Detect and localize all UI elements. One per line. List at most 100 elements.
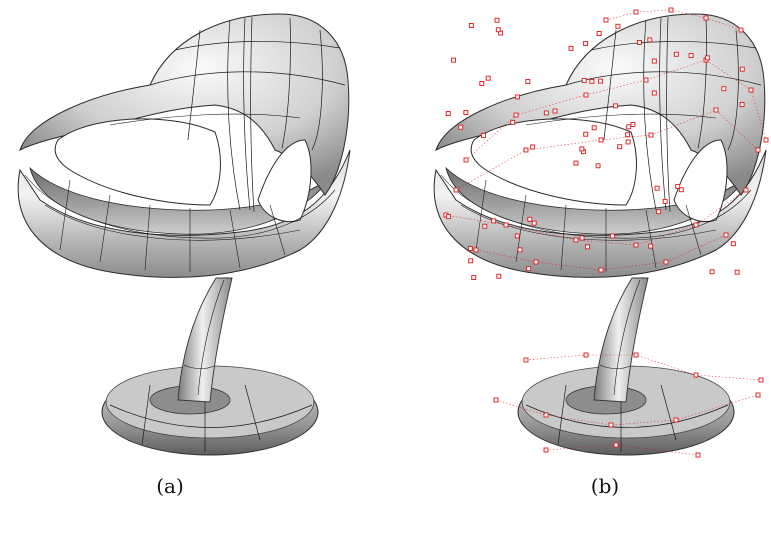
- control-point: [463, 157, 469, 163]
- control-point: [496, 273, 502, 279]
- control-point: [703, 15, 709, 21]
- control-point: [494, 17, 500, 23]
- control-point: [467, 246, 473, 251]
- control-point: [688, 53, 694, 58]
- control-point: [584, 244, 590, 250]
- control-point: [579, 146, 585, 152]
- control-point: [473, 247, 479, 253]
- control-point: [758, 377, 764, 383]
- control-point: [675, 184, 681, 189]
- control-point: [543, 110, 549, 116]
- control-point: [573, 237, 579, 243]
- control-point: [503, 222, 509, 228]
- control-point: [651, 90, 657, 96]
- control-point: [453, 187, 459, 193]
- control-point: [583, 131, 589, 137]
- control-point: [630, 122, 636, 127]
- control-point: [583, 40, 589, 46]
- control-point: [589, 78, 595, 84]
- control-point: [468, 258, 474, 264]
- control-point: [583, 352, 589, 358]
- control-point: [643, 77, 649, 83]
- control-point: [647, 37, 653, 43]
- control-point: [693, 372, 699, 378]
- control-point: [662, 198, 668, 204]
- control-point: [625, 132, 631, 138]
- control-net-line: [455, 109, 759, 191]
- control-point: [446, 214, 452, 220]
- control-point: [613, 442, 619, 448]
- control-point: [581, 78, 587, 83]
- control-point: [695, 452, 701, 458]
- control-point: [530, 144, 536, 150]
- control-point: [533, 259, 539, 265]
- control-point: [573, 160, 579, 166]
- control-point: [458, 124, 464, 130]
- control-point: [480, 133, 486, 138]
- control-point: [517, 247, 523, 253]
- control-point: [491, 218, 497, 224]
- control-point: [626, 124, 632, 130]
- control-point: [663, 259, 669, 265]
- control-point: [763, 137, 769, 143]
- control-point: [755, 392, 761, 398]
- control-point: [598, 267, 604, 273]
- control-point: [723, 232, 729, 238]
- control-point: [595, 163, 601, 169]
- control-point: [463, 110, 469, 115]
- control-net: [443, 7, 769, 458]
- control-point: [526, 266, 532, 272]
- control-point: [651, 58, 657, 64]
- control-point: [673, 417, 679, 423]
- control-point: [625, 139, 631, 145]
- control-point: [523, 357, 529, 363]
- panel-a: (a): [0, 0, 385, 533]
- control-point: [748, 87, 754, 93]
- control-point: [543, 412, 549, 418]
- caption-b: (b): [590, 474, 620, 498]
- control-point: [721, 86, 727, 92]
- control-point: [513, 112, 519, 118]
- control-point: [510, 119, 516, 125]
- control-point: [668, 7, 674, 13]
- control-point: [709, 269, 715, 275]
- control-point: [479, 80, 485, 86]
- control-point: [673, 51, 679, 57]
- control-point: [471, 275, 477, 280]
- control-point: [603, 17, 609, 23]
- control-point: [579, 235, 585, 241]
- caption-a: (a): [156, 474, 184, 498]
- control-point: [739, 66, 745, 72]
- control-point: [613, 103, 619, 109]
- control-point: [495, 27, 501, 33]
- control-point: [678, 187, 684, 193]
- control-point: [739, 102, 745, 107]
- control-point: [525, 79, 531, 84]
- control-point: [583, 92, 589, 98]
- control-point: [617, 144, 623, 150]
- control-point: [482, 223, 488, 229]
- control-point: [633, 9, 639, 15]
- control-point: [543, 447, 549, 453]
- control-point: [713, 107, 719, 113]
- control-point: [704, 55, 710, 61]
- control-point: [568, 45, 574, 51]
- control-point: [523, 147, 529, 153]
- control-point: [633, 352, 639, 358]
- control-point: [615, 23, 621, 29]
- control-point: [648, 132, 654, 138]
- control-point: [596, 31, 602, 36]
- control-point: [598, 78, 604, 84]
- control-point: [531, 220, 537, 226]
- chair-control-net: [433, 7, 769, 458]
- control-point: [485, 75, 491, 81]
- control-point: [608, 422, 614, 428]
- control-point: [598, 137, 604, 143]
- control-point: [633, 242, 639, 248]
- control-point: [468, 23, 474, 28]
- chair-render: [17, 13, 351, 456]
- control-point: [514, 94, 520, 100]
- control-point: [636, 40, 642, 45]
- control-point: [738, 27, 744, 33]
- control-point: [656, 209, 662, 215]
